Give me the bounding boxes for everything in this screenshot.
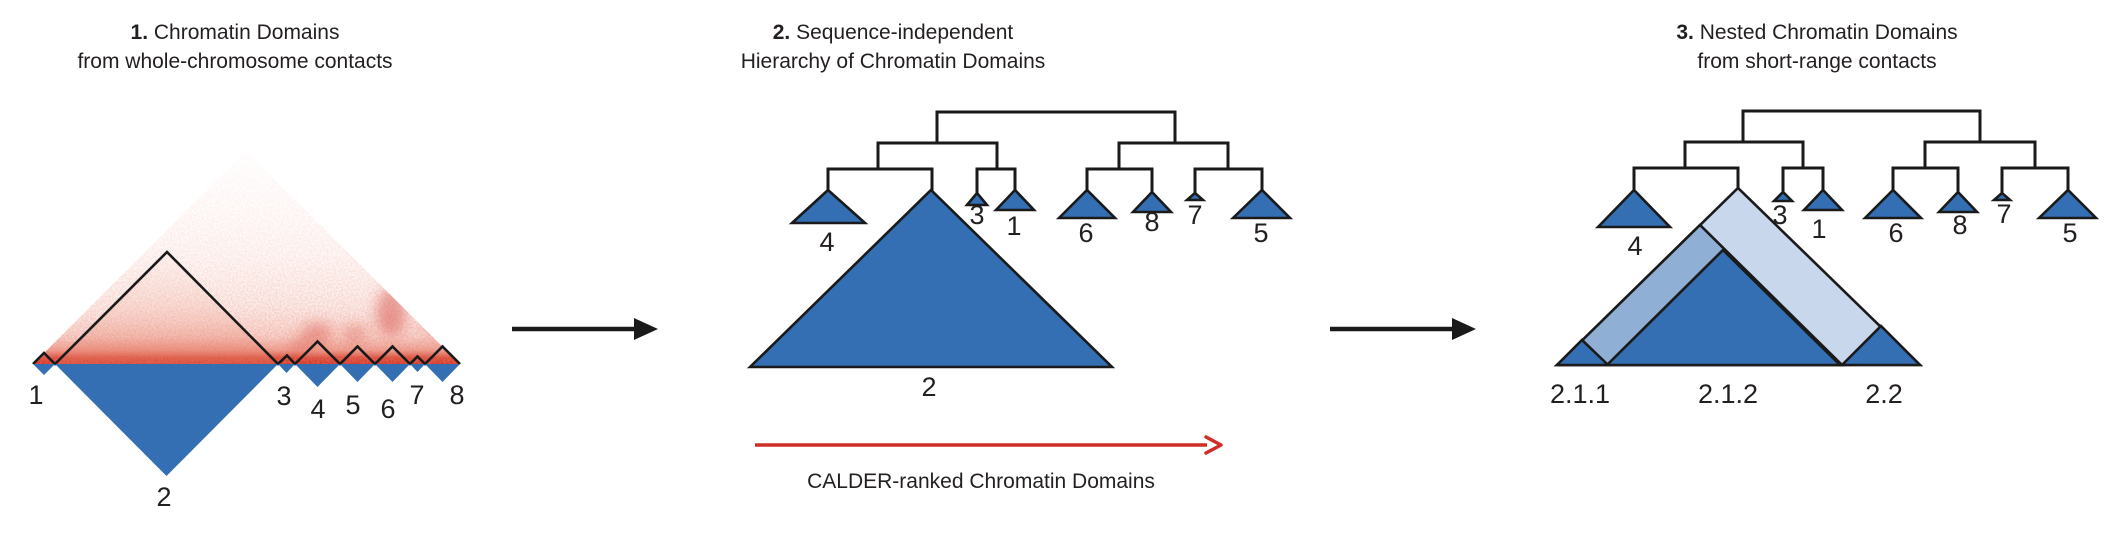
leaf-triangle-3	[964, 190, 990, 207]
leaf-label-3: 3	[1772, 200, 1787, 230]
leaf-triangle-2	[746, 188, 1116, 369]
leaf-triangle-8	[1129, 190, 1175, 214]
underside-domain-triangles	[33, 364, 460, 476]
leaf-triangle-7	[1183, 191, 1207, 202]
panel1-domain-labels: 1 2 3 4 5 6 7 8	[28, 380, 464, 512]
leaf-label-6: 6	[1078, 218, 1093, 248]
panel1-title: 1. Chromatin Domains from whole-chromoso…	[77, 18, 392, 76]
leaf-label-3: 3	[969, 200, 984, 230]
panel3-title: 3. Nested Chromatin Domains from short-r…	[1676, 18, 1957, 76]
leaf-triangle-1	[1800, 188, 1846, 212]
calder-rank-arrow	[755, 435, 1223, 455]
panel2-title-line1: 2. Sequence-independent	[741, 18, 1046, 47]
panel2-title-number: 2.	[772, 21, 791, 44]
hierarchy-dendrogram: 4 2 3 1 6 8 7 5	[746, 110, 1294, 402]
domain-label-2: 2	[156, 482, 171, 512]
nested-domains-dendrogram: 4 3 1 6 8 7 5 2.1.1 2.1.2 2.2	[1550, 109, 2100, 409]
leaf-triangle-7	[1990, 191, 2014, 202]
arrow-head-icon	[1452, 318, 1476, 340]
panel2-domain-labels: 4 2 3 1 6 8 7 5	[819, 200, 1268, 402]
leaf-triangle-3	[1770, 190, 1796, 203]
leaf-label-1: 1	[1811, 214, 1826, 244]
domain-label-8: 8	[449, 380, 464, 410]
leaf-triangle-6	[1861, 188, 1925, 220]
leaf-triangle-8	[1935, 190, 1981, 214]
under-triangle-2	[55, 364, 278, 476]
panel1-title-line2: from whole-chromosome contacts	[77, 50, 393, 73]
nested-domain-2-2	[1838, 324, 1924, 367]
dendrogram-branches	[1632, 109, 2070, 195]
panel3-domain-labels: 4 3 1 6 8 7 5 2.1.1 2.1.2 2.2	[1550, 199, 2078, 409]
leaf-triangle-4	[788, 188, 869, 225]
nested-label-2-1-2: 2.1.2	[1698, 379, 1758, 409]
leaf-triangle-6	[1055, 188, 1119, 220]
leaf-label-6: 6	[1888, 218, 1903, 248]
hic-heatmap: 1 2 3 4 5 6 7 8	[28, 151, 465, 512]
panel2-title-line2: Hierarchy of Chromatin Domains	[740, 50, 1046, 73]
under-triangle-6	[375, 364, 410, 382]
nested-label-2-2: 2.2	[1865, 379, 1903, 409]
panel3-title-line1: 3. Nested Chromatin Domains	[1676, 18, 1957, 47]
leaf-triangle-1	[992, 188, 1038, 212]
domain-label-7: 7	[409, 380, 424, 410]
under-triangle-8	[425, 364, 460, 382]
leaf-label-5: 5	[1253, 218, 1268, 248]
panel2-title-text: Sequence-independent	[796, 21, 1014, 44]
panel3-title-line2: from short-range contacts	[1697, 50, 1937, 73]
panel1-title-line1: 1. Chromatin Domains	[77, 18, 392, 47]
leaf-label-4: 4	[819, 227, 834, 257]
under-triangle-7	[410, 364, 425, 372]
panel2-title: 2. Sequence-independent Hierarchy of Chr…	[741, 18, 1046, 76]
leaf-triangle-4	[1594, 188, 1674, 229]
domain-label-5: 5	[345, 390, 360, 420]
leaf-label-1: 1	[1006, 211, 1021, 241]
panel3-title-text: Nested Chromatin Domains	[1699, 21, 1958, 44]
leaf-label-2: 2	[921, 372, 936, 402]
panel3-title-number: 3.	[1676, 21, 1694, 44]
domain-label-3: 3	[276, 381, 291, 411]
leaf-label-5: 5	[2062, 218, 2077, 248]
panel1-title-text: Chromatin Domains	[153, 21, 340, 44]
leaf-label-7: 7	[1996, 199, 2011, 229]
nested-label-2-1-1: 2.1.1	[1550, 379, 1610, 409]
dendrogram-branches	[826, 110, 1264, 195]
nested-domain-2-1-1	[1553, 338, 1612, 367]
leaf-label-4: 4	[1627, 231, 1642, 261]
domain-label-4: 4	[310, 394, 325, 424]
under-triangle-5	[340, 364, 375, 382]
heatmap-domain2-density	[55, 252, 278, 364]
arrow-head-icon	[634, 318, 658, 340]
leaf-triangle-5	[1229, 188, 1294, 220]
nested-domain-2-1-2	[1603, 248, 1844, 367]
leaf-triangle-5	[2035, 188, 2100, 220]
calder-flow-label: CALDER-ranked Chromatin Domains	[807, 470, 1155, 493]
leaf-label-7: 7	[1187, 200, 1202, 230]
step2-to-step3-arrow	[1330, 318, 1476, 340]
domain-label-1: 1	[28, 380, 43, 410]
domain-label-6: 6	[380, 394, 395, 424]
red-arrow-head-icon	[1204, 435, 1223, 455]
leaf-label-8: 8	[1952, 210, 1967, 240]
panel1-title-number: 1.	[130, 21, 149, 44]
leaf-label-8: 8	[1144, 207, 1159, 237]
under-triangle-3	[278, 364, 295, 373]
step1-to-step2-arrow	[512, 318, 658, 340]
under-triangle-4	[295, 364, 340, 387]
under-triangle-1	[33, 364, 55, 375]
